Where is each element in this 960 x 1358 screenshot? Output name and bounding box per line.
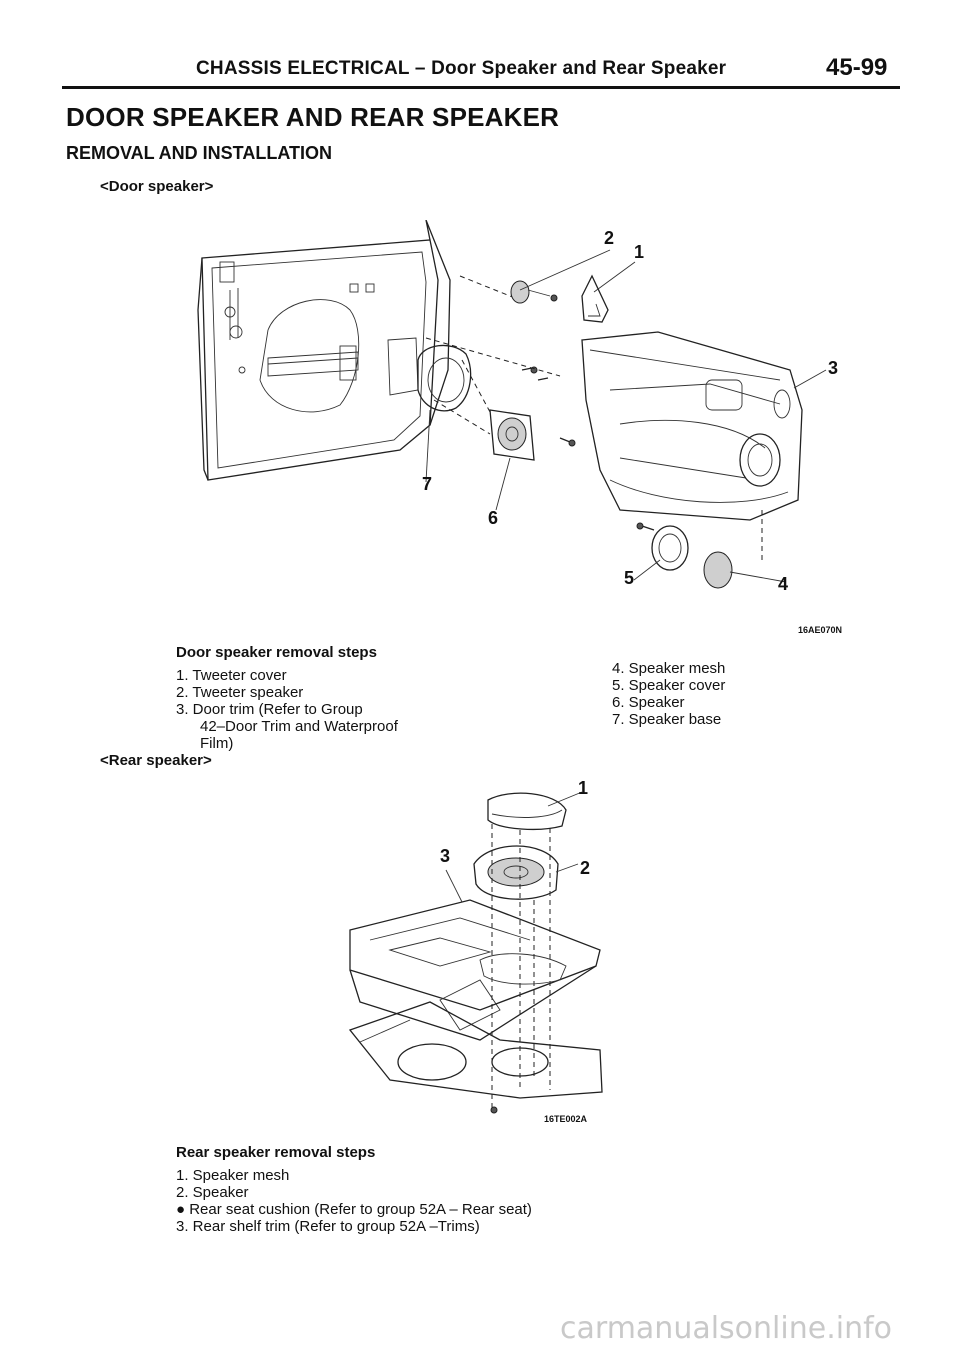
rear-callout-1: 1: [578, 778, 589, 798]
door-trim: [581, 331, 803, 521]
rear-shelf-trim: [349, 899, 601, 1011]
rear-step-2: 2. Speaker: [176, 1184, 249, 1201]
tweeter-speaker: [510, 280, 530, 304]
door-step-7: 7. Speaker base: [612, 711, 722, 728]
speaker-cover: [651, 525, 689, 571]
header-section: CHASSIS ELECTRICAL: [196, 58, 410, 79]
door-steps-title: Door speaker removal steps: [176, 644, 377, 661]
rear-callout-2: 2: [580, 858, 591, 878]
watermark: carmanualsonline.info: [560, 1311, 892, 1346]
header-rule: [62, 86, 900, 89]
door-inner-panel: [201, 239, 439, 481]
speaker-base: [417, 344, 472, 412]
door-speaker-label: <Door speaker>: [100, 178, 214, 195]
callout-4: 4: [778, 574, 789, 594]
rear-steps-list: 1. Speaker mesh 2. Speaker ● Rear seat c…: [176, 1167, 532, 1235]
door-step-6: 6. Speaker: [612, 694, 685, 711]
door-step-4: 4. Speaker mesh: [612, 660, 726, 677]
rear-step-3: 3. Rear shelf trim (Refer to group 52A –…: [176, 1218, 480, 1235]
callout-7: 7: [422, 474, 433, 494]
page-title: DOOR SPEAKER AND REAR SPEAKER: [66, 102, 560, 132]
door-step-3-cont2: Film): [200, 735, 234, 752]
door-step-3-cont: 42–Door Trim and Waterproof: [200, 718, 398, 735]
door-steps-left: 1. Tweeter cover 2. Tweeter speaker 3. D…: [176, 667, 398, 752]
rear-figure-ref: 16TE002A: [544, 1114, 588, 1124]
rear-speaker-diagram: [348, 791, 603, 1114]
tweeter-cover: [581, 274, 609, 323]
rear-speaker-mesh: [487, 792, 567, 830]
callout-6: 6: [488, 508, 499, 528]
rear-speaker: [473, 845, 559, 900]
rear-callout-3: 3: [440, 846, 451, 866]
speaker: [489, 409, 535, 461]
header-separator: –: [414, 58, 426, 79]
page-number: 45-99: [826, 54, 888, 81]
running-header: CHASSIS ELECTRICAL – Door Speaker and Re…: [196, 58, 726, 80]
rear-step-1: 1. Speaker mesh: [176, 1167, 290, 1184]
door-step-1: 1. Tweeter cover: [176, 667, 287, 684]
door-figure-ref: 16AE070N: [798, 625, 843, 635]
callout-3: 3: [828, 358, 839, 378]
page-subtitle: REMOVAL AND INSTALLATION: [66, 143, 332, 163]
door-step-3: 3. Door trim (Refer to Group: [176, 701, 363, 718]
header-subsection: Door Speaker and Rear Speaker: [431, 58, 727, 79]
door-steps-right: 4. Speaker mesh 5. Speaker cover 6. Spea…: [612, 660, 725, 728]
callout-5: 5: [624, 568, 635, 588]
callout-1: 1: [634, 242, 645, 262]
door-speaker-diagram: [197, 220, 827, 589]
speaker-mesh: [703, 551, 733, 589]
rear-steps-title: Rear speaker removal steps: [176, 1144, 376, 1161]
rear-speaker-label: <Rear speaker>: [100, 752, 212, 769]
door-step-5: 5. Speaker cover: [612, 677, 726, 694]
rear-step-cushion: ● Rear seat cushion (Refer to group 52A …: [176, 1201, 532, 1218]
door-step-2: 2. Tweeter speaker: [176, 684, 304, 701]
callout-2: 2: [604, 228, 615, 248]
